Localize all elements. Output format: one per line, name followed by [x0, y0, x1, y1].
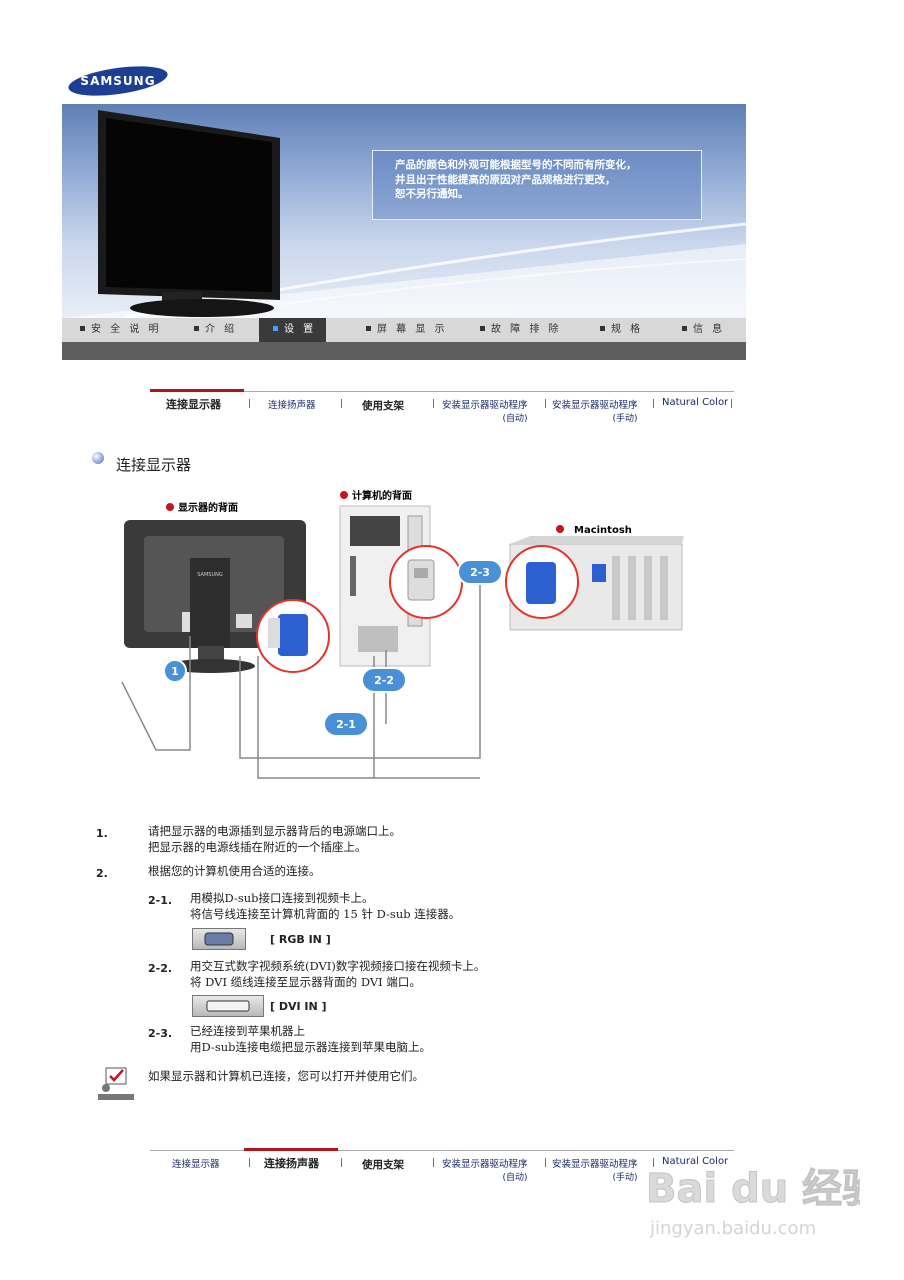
subnav-natural-color[interactable]: Natural Color	[662, 1156, 729, 1167]
sub-nav-top: 连接显示器 | 连接扬声器 | 使用支架 | 安装显示器驱动程序(自动) | 安…	[150, 389, 734, 424]
step-2-text: 根据您的计算机使用合适的连接。	[148, 864, 321, 878]
sub-nav-bottom: 连接显示器 | 连接扬声器 | 使用支架 | 安装显示器驱动程序(自动) | 安…	[150, 1148, 734, 1183]
dvi-port-icon	[192, 995, 264, 1017]
square-icon	[480, 325, 485, 331]
subnav-stand[interactable]: 使用支架	[362, 1159, 404, 1171]
nav-item-specs[interactable]: 规 格	[600, 318, 643, 342]
rgb-port-icon	[192, 928, 246, 950]
step-2-2-line-1: 用交互式数字视频系统(DVI)数字视频接口接在视频卡上。	[190, 959, 486, 973]
banner-art	[62, 110, 746, 318]
nav-item-troubleshoot[interactable]: 故 障 排 除	[480, 318, 562, 342]
nav-item-intro[interactable]: 介 绍	[194, 318, 237, 342]
step-number: 2-1.	[148, 894, 173, 907]
nav-item-osd[interactable]: 屏 幕 显 示	[366, 318, 448, 342]
square-icon	[366, 325, 371, 331]
badge-1: 1	[163, 659, 187, 683]
main-nav: 安 全 说 明 介 绍 设 置 屏 幕 显 示 故 障 排 除 规 格 信 息	[62, 318, 746, 343]
notice-line: 并且出于性能提高的原因对产品规格进行更改，	[395, 173, 616, 186]
samsung-logo: SAMSUNG	[68, 66, 168, 96]
step-1-line-1: 请把显示器的电源插到显示器背后的电源端口上。	[148, 824, 401, 838]
svg-text:2-1: 2-1	[336, 718, 356, 731]
square-icon	[273, 325, 278, 331]
step-number: 2-3.	[148, 1027, 173, 1040]
step-number: 2-2.	[148, 962, 173, 975]
subnav-driver-auto[interactable]: 安装显示器驱动程序(自动)	[442, 1159, 528, 1183]
step-2-2-line-2: 将 DVI 缆线连接至显示器背面的 DVI 端口。	[190, 975, 421, 989]
square-icon	[600, 325, 605, 331]
mac-label: Macintosh	[574, 525, 632, 536]
zoom-circle-mac	[505, 545, 579, 619]
zoom-circle-computer	[389, 545, 463, 619]
watermark-url: jingyan.baidu.com	[649, 1218, 816, 1239]
nav-item-safety[interactable]: 安 全 说 明	[80, 318, 162, 342]
monitor-image	[98, 110, 280, 317]
note-icon	[98, 1067, 134, 1100]
computer-back-label: 计算机的背面	[352, 489, 412, 502]
subnav-driver-manual[interactable]: 安装显示器驱动程序(手动)	[552, 1159, 638, 1183]
notice-line: 恕不另行通知。	[395, 188, 469, 200]
baidu-watermark: Bai du 经验 jingyan.baidu.com	[646, 1166, 861, 1240]
subnav-connect-speaker[interactable]: 连接扬声器	[268, 400, 316, 411]
badge-2-3: 2-3	[457, 559, 503, 585]
subnav-driver-manual[interactable]: 安装显示器驱动程序(手动)	[552, 400, 638, 424]
banner: 产品的颜色和外观可能根据型号的不同而有所变化， 并且出于性能提高的原因对产品规格…	[62, 104, 746, 318]
monitor-brand-text: SAMSUNG	[197, 572, 223, 578]
dvi-in-label: [ DVI IN ]	[270, 1000, 327, 1013]
notice-line: 产品的颜色和外观可能根据型号的不同而有所变化，	[395, 159, 637, 171]
step-number: 2.	[96, 867, 108, 880]
square-icon	[80, 325, 85, 331]
nav-underbar	[62, 342, 746, 360]
notice-box: 产品的颜色和外观可能根据型号的不同而有所变化， 并且出于性能提高的原因对产品规格…	[372, 150, 702, 220]
connection-diagram: 显示器的背面 计算机的背面 Macintosh SAMSUNG	[121, 489, 684, 779]
zoom-circle-monitor	[256, 599, 330, 673]
svg-text:2-2: 2-2	[374, 674, 394, 687]
svg-text:1: 1	[171, 665, 179, 678]
step-2-1-line-2: 将信号线连接至计算机背面的 15 针 D-sub 连接器。	[190, 907, 461, 921]
step-2-3-line-2: 用D-sub连接电缆把显示器连接到苹果电脑上。	[190, 1040, 431, 1054]
subnav-natural-color[interactable]: Natural Color	[662, 397, 729, 408]
section-bullet-icon	[92, 452, 104, 464]
rgb-in-label: [ RGB IN ]	[270, 933, 331, 946]
subnav-connect-speaker[interactable]: 连接扬声器	[264, 1157, 319, 1170]
svg-text:SAMSUNG: SAMSUNG	[80, 74, 155, 88]
step-2-3-line-1: 已经连接到苹果机器上	[190, 1024, 305, 1038]
note-text: 如果显示器和计算机已连接，您可以打开并使用它们。	[148, 1069, 424, 1083]
step-1-line-2: 把显示器的电源线插在附近的一个插座上。	[148, 840, 367, 854]
section-title: 连接显示器	[116, 456, 192, 474]
square-icon	[194, 325, 199, 331]
svg-text:2-3: 2-3	[470, 566, 490, 579]
nav-item-info[interactable]: 信 息	[682, 318, 725, 342]
subnav-connect-monitor[interactable]: 连接显示器	[172, 1159, 220, 1170]
subnav-connect-monitor[interactable]: 连接显示器	[166, 398, 221, 411]
badge-2-1: 2-1	[323, 711, 369, 737]
subnav-driver-auto[interactable]: 安装显示器驱动程序(自动)	[442, 400, 528, 424]
subnav-stand[interactable]: 使用支架	[362, 400, 404, 412]
badge-2-2: 2-2	[361, 667, 407, 693]
step-2-1-line-1: 用模拟D-sub接口连接到视频卡上。	[190, 891, 374, 905]
monitor-back-image: SAMSUNG	[124, 520, 306, 673]
square-icon	[682, 325, 687, 331]
step-number: 1.	[96, 827, 108, 840]
nav-item-setup[interactable]: 设 置	[259, 318, 327, 343]
monitor-back-label: 显示器的背面	[178, 501, 238, 514]
watermark-brand: Bai du 经验	[646, 1166, 860, 1212]
